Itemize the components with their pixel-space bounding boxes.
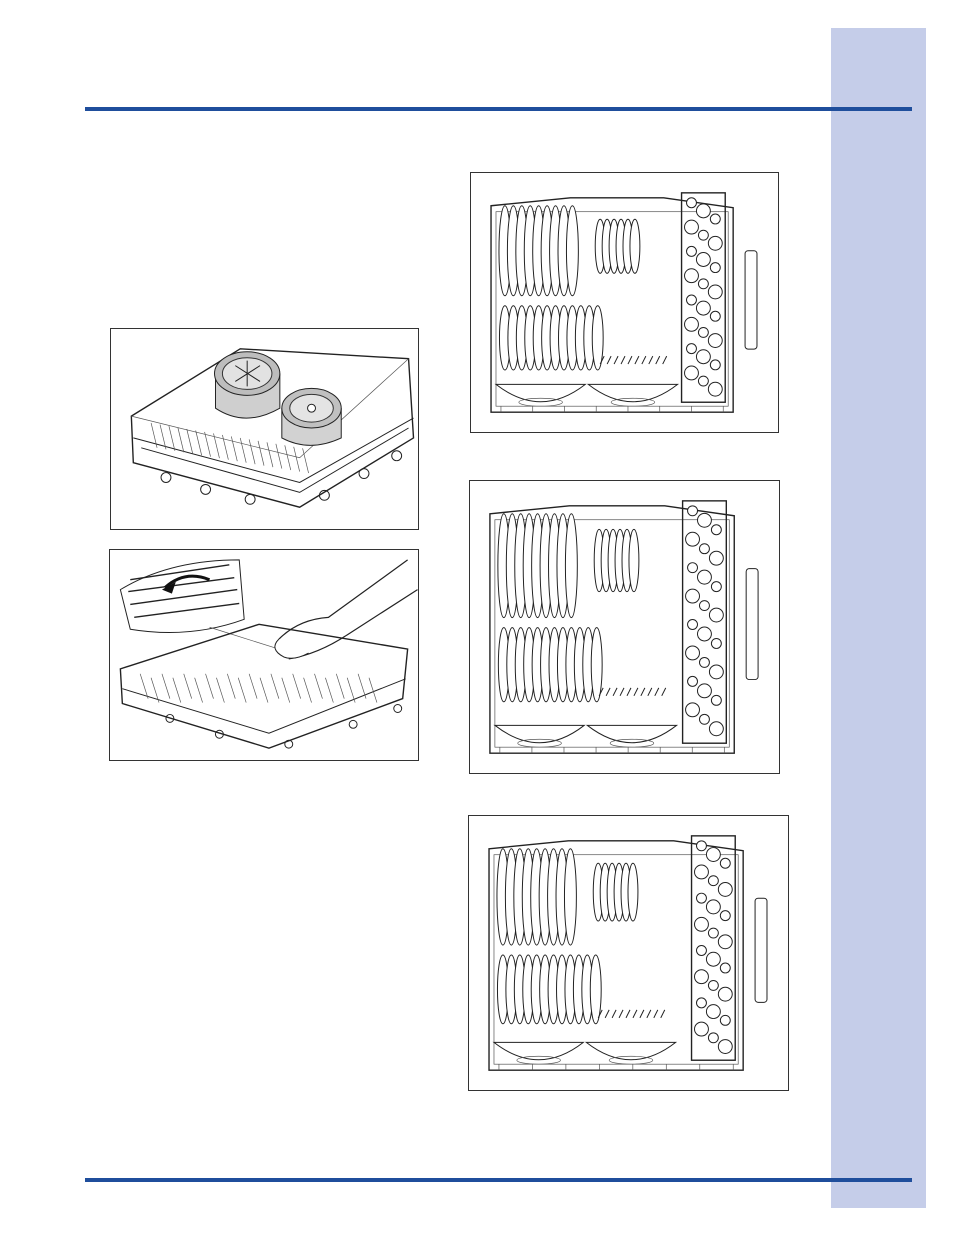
hand-folding-rack-tines-icon bbox=[110, 550, 418, 760]
loading-pattern-figure-2 bbox=[469, 480, 780, 774]
loading-pattern-figure-1 bbox=[470, 172, 779, 433]
loading-pattern-figure-3 bbox=[468, 815, 789, 1091]
header-rule bbox=[85, 107, 912, 111]
lower-rack-with-pots-icon bbox=[111, 329, 418, 529]
rack-loading-pattern-3-icon bbox=[469, 816, 788, 1090]
lower-rack-pots-figure bbox=[110, 328, 419, 530]
side-section-tab bbox=[831, 28, 926, 1208]
fold-down-tines-figure bbox=[109, 549, 419, 761]
rack-loading-pattern-1-icon bbox=[471, 173, 778, 432]
rack-loading-pattern-2-icon bbox=[470, 481, 779, 773]
footer-rule bbox=[85, 1178, 912, 1182]
